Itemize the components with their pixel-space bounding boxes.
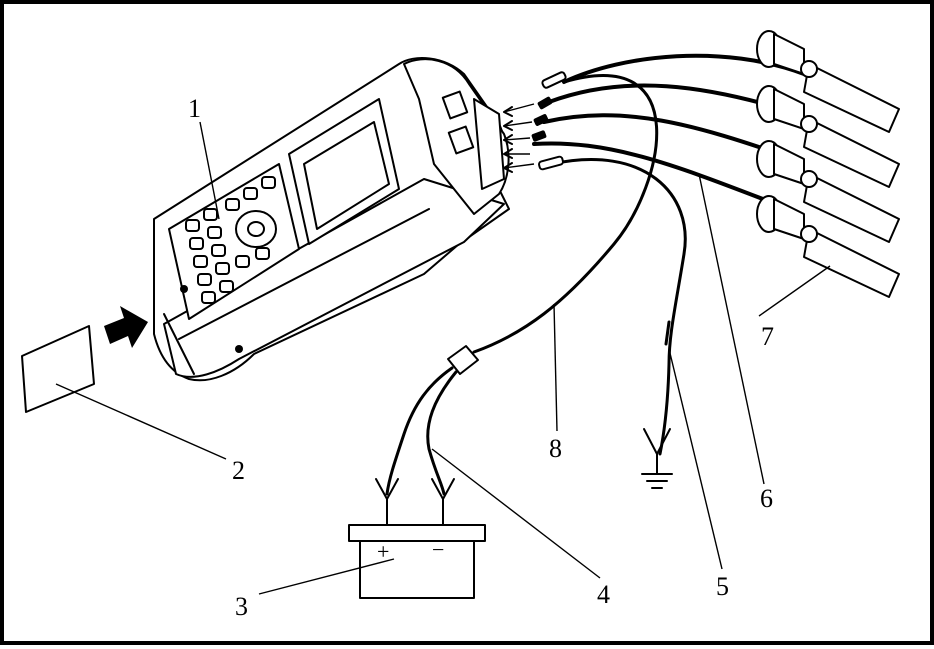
battery-plus-label: + (377, 539, 390, 564)
callout-3: 3 (235, 592, 248, 621)
ground-lead-cable (550, 158, 687, 456)
callout-7: 7 (761, 322, 774, 351)
callout-2: 2 (232, 456, 245, 485)
insert-arrow (104, 306, 148, 348)
battery-minus-label: − (432, 537, 445, 562)
current-clamp (756, 85, 900, 188)
battery (348, 524, 486, 599)
keypad (185, 176, 277, 304)
diagram-drawing (21, 30, 900, 599)
callout-4: 4 (597, 580, 610, 609)
ground-clip (641, 320, 673, 489)
callout-1: 1 (188, 94, 201, 123)
callout-5: 5 (716, 572, 729, 601)
current-clamp (756, 195, 900, 298)
leader-lines (55, 121, 831, 595)
analyzer-device (153, 57, 567, 382)
current-clamps (756, 30, 900, 298)
current-clamp (756, 30, 900, 133)
voltage-lead-cable (472, 74, 659, 354)
memory-card (21, 325, 95, 413)
terminal-plugs (503, 71, 567, 173)
callout-6: 6 (760, 484, 773, 513)
callout-8: 8 (549, 434, 562, 463)
current-clamp (756, 140, 900, 243)
battery-leads (375, 345, 479, 525)
